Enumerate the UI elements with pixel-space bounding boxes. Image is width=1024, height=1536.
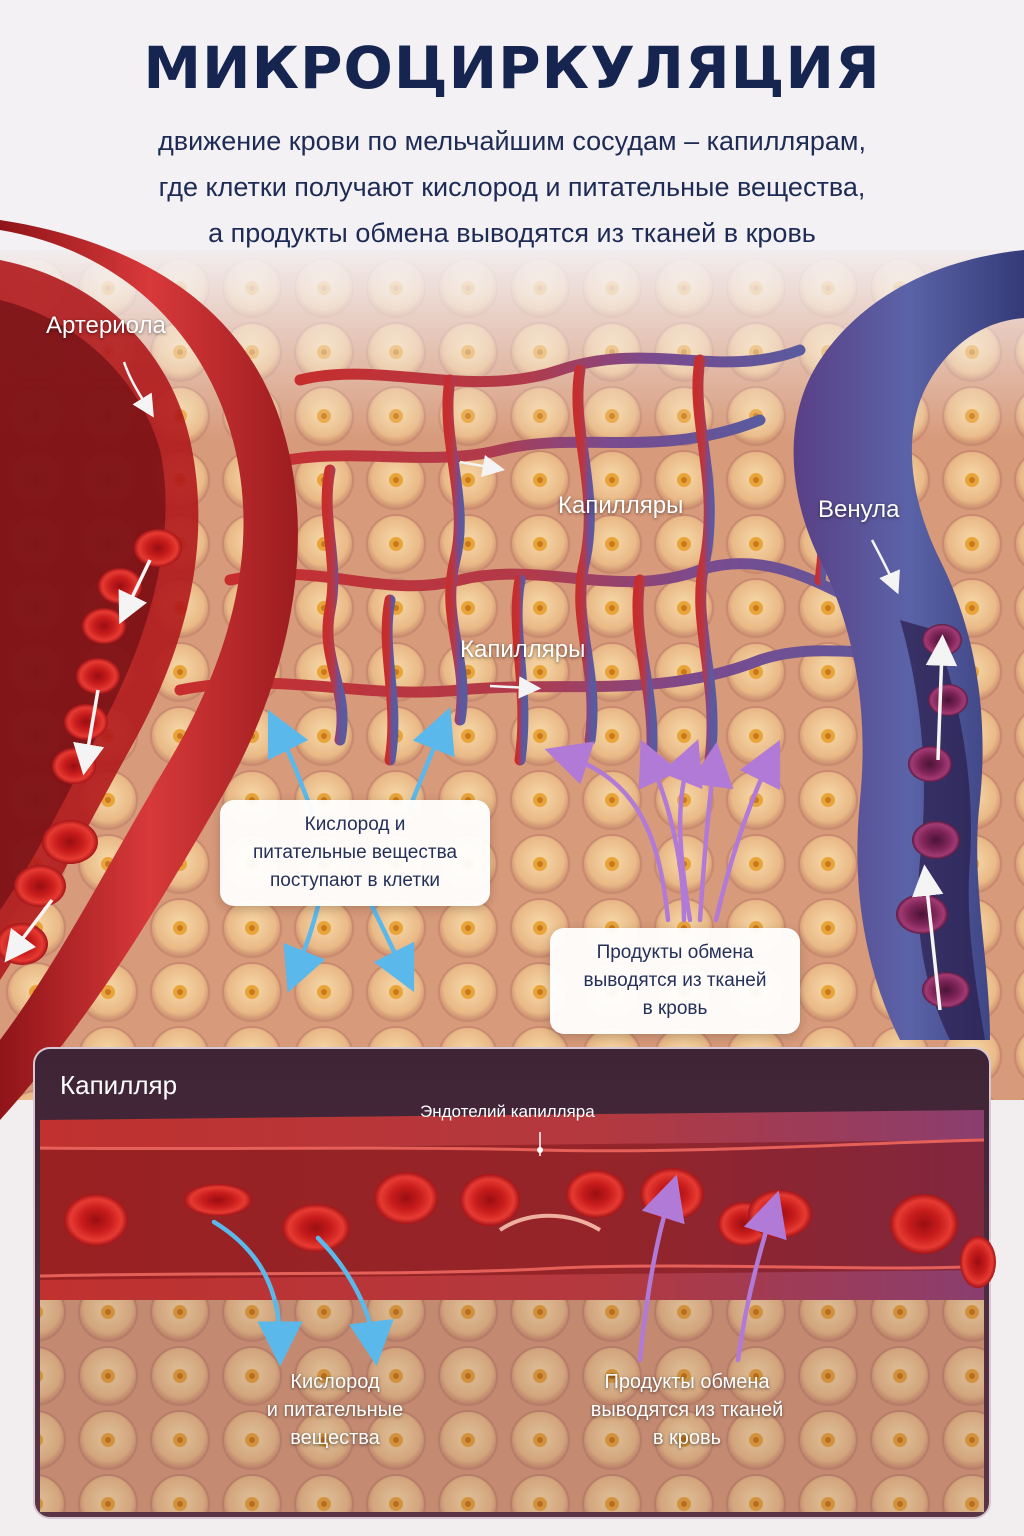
callout-line: питательные вещества <box>252 842 458 863</box>
callout-line: Продукты обмена <box>596 942 754 963</box>
inset-label-line: и питательные <box>266 1399 404 1421</box>
oxygen-callout: Кислород и питательные вещества поступаю… <box>220 800 490 906</box>
page-title: МИКРОЦИРКУЛЯЦИЯ <box>143 34 881 102</box>
inset-label-line: Кислород <box>290 1371 380 1393</box>
callout-line: поступают в клетки <box>270 870 440 891</box>
venule-vessel <box>793 250 1024 1040</box>
arteriole-vessel <box>0 220 298 1120</box>
inset-waste-label: Продукты обмена выводятся из тканей в кр… <box>572 1368 802 1452</box>
inset-label-line: в кровь <box>652 1427 722 1449</box>
subtitle-line: а продукты обмена выводятся из тканей в … <box>208 218 816 248</box>
capillaries-label-top: Капилляры <box>558 492 684 519</box>
capillary-inset-panel <box>33 1047 996 1519</box>
venule-label: Венула <box>818 496 900 523</box>
inset-label-line: вещества <box>290 1427 380 1449</box>
waste-callout: Продукты обмена выводятся из тканей в кр… <box>550 928 800 1034</box>
arteriole-label: Артериола <box>46 312 166 339</box>
capillaries-label-mid: Капилляры <box>460 636 586 663</box>
inset-label-line: выводятся из тканей <box>590 1399 784 1421</box>
inset-label-line: Продукты обмена <box>604 1371 770 1393</box>
callout-line: выводятся из тканей <box>583 970 767 991</box>
inset-waste-arrows <box>637 1174 787 1363</box>
waste-arrows <box>544 739 781 923</box>
inset-oxygen-arrows <box>211 1219 394 1367</box>
inset-title: Капилляр <box>60 1070 178 1100</box>
subtitle-line: движение крови по мельчайшим сосудам – к… <box>158 126 866 156</box>
venule-flow-arrows <box>912 634 958 1011</box>
arteriole-flow-arrows <box>4 559 152 963</box>
inset-red-blood-cells <box>64 1168 996 1288</box>
callout-line: Кислород и <box>304 814 406 835</box>
inset-oxygen-label: Кислород и питательные вещества <box>240 1368 430 1452</box>
callout-line: в кровь <box>642 998 708 1019</box>
subtitle-line: где клетки получают кислород и питательн… <box>158 172 866 202</box>
page-subtitle: движение крови по мельчайшим сосудам – к… <box>60 118 964 256</box>
label-pointers <box>122 361 900 699</box>
endothelium-label: Эндотелий капилляра <box>420 1102 595 1121</box>
